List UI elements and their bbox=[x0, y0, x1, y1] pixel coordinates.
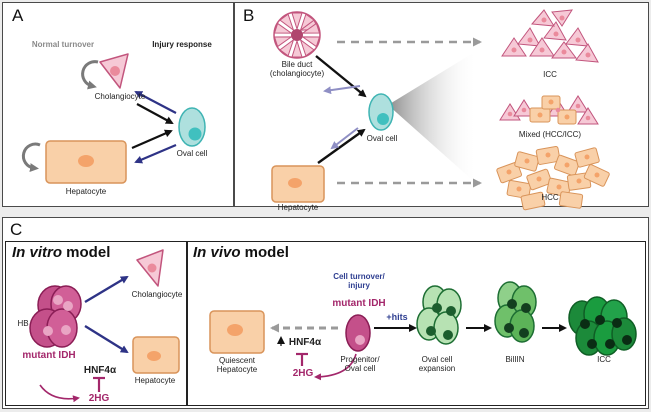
hepatocyte-to-oval-arrow-b bbox=[317, 128, 366, 164]
panel-a-graphics bbox=[21, 53, 206, 184]
in-vitro-title: In vitro model bbox=[12, 244, 110, 261]
biliin-label: BilIIN bbox=[505, 355, 525, 364]
progenitor-line2: Oval cell bbox=[344, 364, 376, 374]
mutant-idh-to-2hg-arrow bbox=[39, 384, 80, 403]
injury-response-label: Injury response bbox=[152, 40, 212, 49]
progenitor-to-2hg-arrow bbox=[314, 353, 357, 381]
oval-cell-label: Oval cell bbox=[176, 149, 208, 158]
bile-duct-label: Bile duct (cholangiocyte) bbox=[257, 60, 337, 78]
oval-expansion-line1: Oval cell bbox=[421, 355, 453, 364]
hepatocyte-label-b: Hepatocyte bbox=[277, 203, 319, 212]
biliin-cluster bbox=[494, 281, 537, 343]
vitro-hepatocyte-label: Hepatocyte bbox=[134, 376, 176, 385]
hcc-label-b: HCC bbox=[541, 193, 559, 202]
hepatocyte-to-oval-arrow bbox=[131, 129, 173, 150]
hb-to-cholangiocyte-arrow bbox=[84, 275, 129, 304]
icc-cluster-c bbox=[568, 296, 637, 356]
panel-b-graphics bbox=[271, 9, 610, 211]
hepatocyte-label: Hepatocyte bbox=[65, 187, 107, 196]
cell-turnover-line2: injury bbox=[348, 281, 370, 291]
mixed-cluster-b bbox=[499, 95, 599, 125]
oval-cell-nucleus bbox=[188, 127, 202, 141]
in-vivo-title: In vivo model bbox=[193, 244, 289, 261]
hb-cell-cluster bbox=[29, 285, 82, 348]
bile-duct-subtitle: (cholangiocyte) bbox=[269, 69, 325, 79]
oval-expansion-label: Oval cell expansion bbox=[405, 355, 469, 373]
bile-duct-rosette bbox=[273, 11, 321, 59]
mixed-label-b: Mixed (HCC/ICC) bbox=[518, 130, 582, 139]
in-vitro-title-rest: model bbox=[62, 244, 111, 261]
bile-duct-to-oval-arrow bbox=[315, 55, 367, 98]
oval-cell-label-b: Oval cell bbox=[366, 134, 398, 143]
hb-to-hepatocyte-arrow bbox=[84, 324, 129, 354]
in-vivo-title-rest: model bbox=[240, 244, 289, 261]
cholangiocyte-label: Cholangiocyte bbox=[94, 92, 146, 101]
oval-to-cholangiocyte-arrow bbox=[134, 91, 177, 114]
oval-to-hepatocyte-arrow-b bbox=[330, 127, 359, 150]
quiescent-line1: Quiescent bbox=[218, 356, 256, 365]
vitro-cholangiocyte-label: Cholangiocyte bbox=[131, 290, 183, 299]
icc-cluster-b bbox=[501, 9, 599, 63]
quiescent-line2: Hepatocyte bbox=[216, 365, 258, 375]
2hg-vivo-label: 2HG bbox=[292, 368, 314, 379]
hepatocyte-nucleus bbox=[78, 155, 94, 167]
oval-expansion-line2: expansion bbox=[418, 364, 456, 374]
in-vivo-title-em: In vivo bbox=[193, 244, 241, 261]
2hg-label: 2HG bbox=[88, 393, 110, 404]
cell-turnover-line1: Cell turnover/ bbox=[333, 272, 385, 281]
in-vitro-title-em: In vitro bbox=[12, 244, 63, 261]
panel-c-letter: C bbox=[10, 220, 23, 239]
tumor-spread-cone bbox=[388, 50, 478, 185]
panel-b-letter: B bbox=[243, 6, 255, 25]
progenitor-label: Progenitor/ Oval cell bbox=[328, 355, 392, 373]
progenitor-line1: Progenitor/ bbox=[340, 355, 380, 364]
panel-c-vitro-graphics bbox=[29, 249, 180, 403]
plus-hits-label: +hits bbox=[386, 312, 408, 322]
icc-label-c: ICC bbox=[597, 355, 611, 364]
oval-expansion-cluster bbox=[416, 285, 462, 345]
oval-to-hepatocyte-arrow bbox=[134, 143, 177, 164]
panel-c-vivo-graphics bbox=[209, 281, 637, 381]
mutant-idh-label: mutant IDH bbox=[22, 350, 76, 361]
panel-a-letter: A bbox=[12, 6, 24, 25]
oval-to-bile-duct-arrow bbox=[323, 85, 361, 95]
cholangiocyte-to-oval-arrow bbox=[136, 103, 174, 124]
cholangiocyte-cycle-arrow bbox=[81, 60, 99, 90]
hepatocyte-cycle-arrow bbox=[21, 142, 41, 172]
hnf4a-label: HNF4α bbox=[83, 365, 117, 376]
bile-duct-title: Bile duct bbox=[281, 60, 313, 69]
hnf4a-vivo-label: HNF4α bbox=[288, 337, 322, 348]
progenitor-cell bbox=[345, 314, 371, 352]
cell-turnover-label: Cell turnover/ injury bbox=[322, 272, 396, 290]
quiescent-hepatocyte-label: Quiescent Hepatocyte bbox=[200, 356, 274, 374]
normal-turnover-label: Normal turnover bbox=[31, 40, 95, 49]
oval-cell bbox=[178, 107, 206, 147]
hcc-cluster-b bbox=[496, 146, 610, 211]
hb-label: HB bbox=[17, 319, 29, 328]
cholangiocyte-nucleus bbox=[110, 66, 120, 76]
icc-label-b: ICC bbox=[543, 70, 557, 79]
mutant-idh-vivo-label: mutant IDH bbox=[332, 298, 386, 309]
